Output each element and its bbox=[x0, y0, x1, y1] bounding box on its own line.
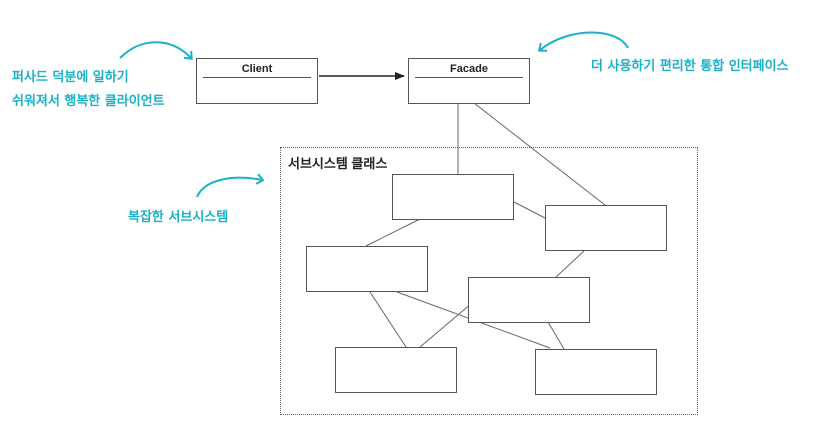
subsystem-link-line bbox=[369, 291, 407, 348]
facade-class-title: Facade bbox=[450, 63, 488, 75]
client-class-box: Client bbox=[196, 58, 318, 104]
subsystem-note: 복잡한 서브시스템 bbox=[128, 210, 229, 225]
subsystem-note-arrow bbox=[196, 173, 265, 198]
subsystem-link-line bbox=[555, 250, 585, 278]
facade-link-line bbox=[473, 102, 606, 206]
subsystem-class-box bbox=[545, 205, 667, 251]
facade-class-divider bbox=[415, 77, 523, 78]
client-note-arrow bbox=[119, 41, 193, 60]
client-note-line1: 퍼사드 덕분에 일하기 bbox=[12, 70, 129, 85]
subsystem-class-box bbox=[535, 349, 657, 395]
client-note: 퍼사드 덕분에 일하기 쉬워져서 행복한 클라이언트 bbox=[12, 66, 165, 114]
subsystem-link-line bbox=[513, 201, 546, 219]
client-note-line2: 쉬워져서 행복한 클라이언트 bbox=[12, 94, 165, 109]
client-class-divider bbox=[203, 77, 311, 78]
client-class-title: Client bbox=[241, 63, 273, 75]
facade-class-box: Facade bbox=[408, 58, 530, 104]
facade-note-arrow bbox=[537, 31, 629, 52]
subsystem-link-line bbox=[365, 218, 421, 247]
subsystem-class-box bbox=[468, 277, 590, 323]
subsystem-class-box bbox=[335, 347, 457, 393]
facade-note: 더 사용하기 편리한 통합 인터페이스 bbox=[591, 59, 789, 74]
subsystem-link-line bbox=[547, 321, 565, 350]
subsystem-label: 서브시스템 클래스 bbox=[288, 156, 388, 171]
subsystem-frame bbox=[280, 147, 698, 415]
subsystem-class-box bbox=[306, 246, 428, 292]
subsystem-class-box bbox=[392, 174, 514, 220]
